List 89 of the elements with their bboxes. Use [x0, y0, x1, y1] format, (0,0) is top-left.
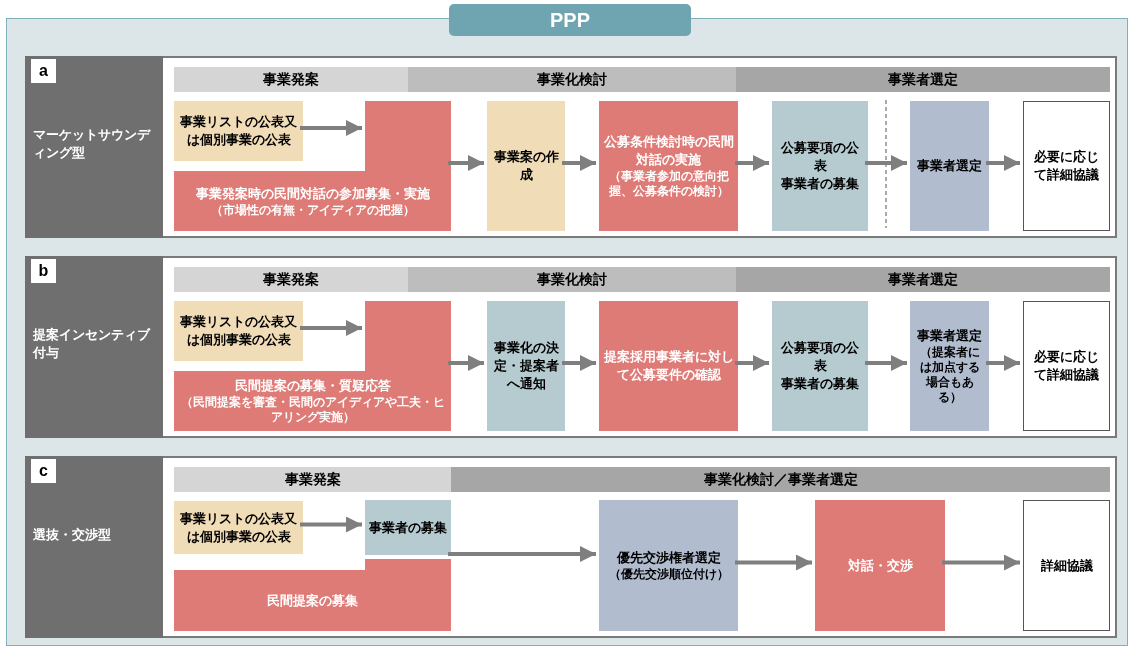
phase-band: [408, 267, 736, 292]
process-box: [365, 500, 451, 555]
phase-band: [451, 467, 1110, 492]
process-box: [772, 101, 868, 231]
box-text: 必要に応じて詳細協議: [1033, 348, 1100, 384]
box-text: 事業案の作成: [492, 148, 560, 184]
arrow: [562, 355, 596, 371]
process-box: [487, 301, 565, 431]
box-text: 提案採用事業者に対して公募要件の確認: [603, 348, 734, 384]
band-label: 事業者選定: [888, 270, 958, 289]
row-letter-tag: c: [31, 459, 56, 483]
box-note: （民間提案を審査・民間のアイディアや工夫・ヒアリング実施）: [179, 395, 446, 425]
band-label: 事業発案: [263, 270, 319, 289]
box-text: 事業者選定: [917, 157, 982, 175]
arrow: [735, 554, 812, 571]
process-box: [1023, 500, 1110, 631]
process-box: [599, 301, 738, 431]
arrow: [562, 155, 596, 171]
process-box: [599, 101, 738, 231]
process-box: [1023, 101, 1110, 231]
arrow: [986, 155, 1020, 171]
band-label: 事業者選定: [888, 70, 958, 89]
box-text: 優先交渉権者選定: [616, 549, 721, 567]
process-box: [174, 301, 303, 361]
arrow: [300, 516, 362, 533]
box-text: 必要に応じて詳細協議: [1033, 148, 1100, 184]
arrow: [865, 155, 907, 171]
box-text: 民間提案の募集・質疑応答: [234, 377, 391, 395]
process-box: [599, 500, 738, 631]
process-box: [772, 301, 868, 431]
row-letter-tag: a: [31, 59, 56, 83]
arrow: [300, 320, 362, 336]
arrow: [735, 155, 769, 171]
box-text: 公募条件検討時の民間対話の実施: [603, 133, 734, 169]
arrow: [942, 554, 1020, 571]
arrow: [448, 546, 596, 562]
process-box: [910, 101, 989, 231]
phase-band: [174, 467, 451, 492]
box-text: 事業者選定: [917, 327, 982, 345]
box-note: （市場性の有無・アイディアの把握）: [210, 202, 415, 218]
phase-band: [174, 267, 408, 292]
band-label: 事業化検討: [537, 70, 607, 89]
arrow: [448, 155, 484, 171]
row-panel: [25, 456, 1117, 638]
box-text: 事業者の募集: [369, 518, 447, 537]
arrow: [865, 355, 907, 371]
process-box: [174, 101, 303, 161]
box-text: 事業リストの公表又は個別事業の公表: [179, 313, 298, 349]
box-text: 公募要項の公表: [780, 139, 860, 175]
box-text: 事業者の募集: [781, 375, 859, 393]
row-title: 提案インセンティブ付与: [33, 326, 152, 362]
box-text: 事業リストの公表又は個別事業の公表: [179, 509, 298, 546]
phase-band: [408, 67, 736, 92]
row-panel: [25, 56, 1117, 238]
band-label: 事業発案: [284, 470, 341, 489]
box-text: 公募要項の公表: [780, 339, 860, 375]
process-box: [1023, 301, 1110, 431]
box-text: 事業リストの公表又は個別事業の公表: [179, 113, 298, 149]
box-text: 事業者の募集: [781, 175, 859, 193]
box-text: 事業発案時の民間対話の参加募集・実施: [195, 184, 430, 203]
process-box: [174, 101, 451, 231]
band-label: 事業化検討: [537, 270, 607, 289]
arrow: [986, 355, 1020, 371]
phase-band: [736, 267, 1110, 292]
title-tab: PPP: [449, 4, 691, 36]
box-text: 詳細協議: [1040, 556, 1093, 575]
band-label: 事業発案: [263, 70, 319, 89]
box-text: 民間提案の募集: [267, 591, 358, 610]
process-box: [487, 101, 565, 231]
box-note: （提案者には加点する場合もある）: [918, 345, 981, 405]
process-box: [174, 559, 451, 631]
box-text: 対話・交渉: [847, 556, 913, 575]
box-text: 事業化の決定・提案者へ通知: [492, 339, 560, 393]
process-box: [910, 301, 989, 431]
arrow: [735, 355, 769, 371]
arrow: [448, 355, 484, 371]
process-box: [815, 500, 945, 631]
row-title: 選抜・交渉型: [33, 526, 112, 544]
process-box: [174, 501, 303, 554]
arrow: [300, 120, 362, 136]
row-letter-tag: b: [31, 259, 56, 283]
process-box: [174, 301, 451, 431]
row-title: マーケットサウンディング型: [33, 126, 152, 162]
box-note: （優先交渉順位付け）: [608, 567, 729, 582]
row-panel: [25, 256, 1117, 438]
phase-band: [174, 67, 408, 92]
band-label: 事業化検討／事業者選定: [703, 470, 858, 489]
phase-band: [736, 67, 1110, 92]
box-note: （事業者参加の意向把握、公募条件の検討）: [607, 169, 730, 199]
